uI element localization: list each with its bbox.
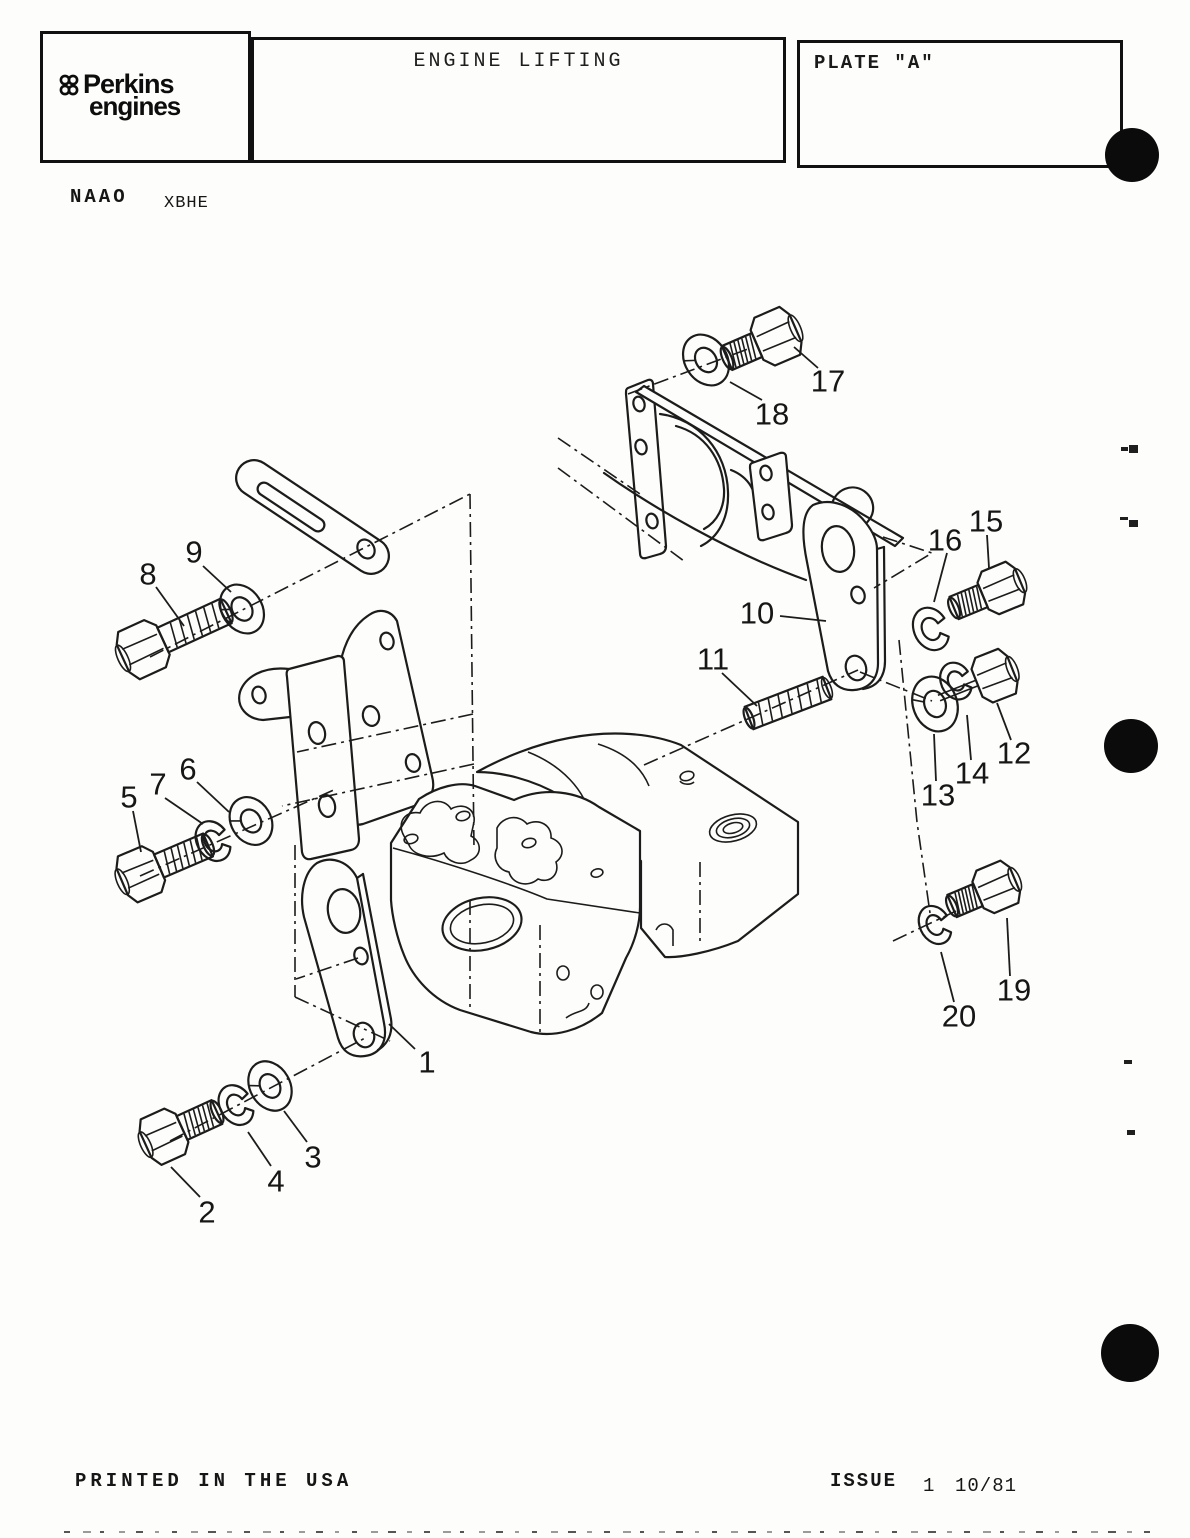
code-build: XBHE — [164, 194, 209, 213]
printed-in-usa-label: PRINTED IN THE USA — [75, 1470, 353, 1492]
callout-2: 2 — [198, 1195, 215, 1230]
punch-hole — [1101, 1324, 1159, 1382]
leader-line-10 — [779, 615, 827, 622]
leader-line-19 — [1006, 917, 1011, 977]
washer-6 — [228, 796, 274, 846]
leader-line-8 — [155, 586, 185, 627]
bolt-2 — [137, 1099, 225, 1166]
callout-14: 14 — [955, 756, 989, 791]
code-model: NAAO — [70, 186, 128, 208]
issue-date: 10/81 — [955, 1475, 1018, 1497]
bolt-15 — [946, 560, 1028, 621]
leader-line-11 — [721, 672, 758, 707]
bolt-12 — [937, 647, 1020, 704]
scan-speck — [1124, 1060, 1132, 1064]
leader-line-20 — [940, 951, 955, 1003]
bottom-edge-marks — [64, 1531, 1150, 1533]
leader-line-3 — [283, 1110, 308, 1143]
scan-speck — [1129, 520, 1138, 527]
callout-18: 18 — [755, 397, 789, 432]
engine-mount-assembly — [602, 378, 905, 582]
washer-18 — [681, 333, 731, 387]
callout-4: 4 — [267, 1164, 284, 1199]
logo-box: Perkins engines — [40, 31, 251, 163]
spring-washer-16 — [911, 606, 950, 652]
perkins-logo: Perkins engines — [57, 69, 181, 121]
plate-box: PLATE "A" — [797, 40, 1123, 168]
scan-speck — [1127, 1130, 1135, 1135]
lifting-bracket-1 — [300, 858, 393, 1058]
leader-line-15 — [986, 534, 990, 569]
callout-17: 17 — [811, 364, 845, 399]
mounting-bracket-assembly — [238, 609, 435, 861]
leader-line-9 — [202, 565, 232, 593]
callout-20: 20 — [942, 999, 976, 1034]
leader-line-17 — [793, 346, 819, 369]
scan-speck — [1121, 447, 1128, 451]
leader-line-4 — [247, 1131, 272, 1167]
center-lines — [139, 348, 957, 1142]
callout-13: 13 — [921, 778, 955, 813]
scan-specks — [1120, 445, 1138, 1135]
callout-11: 11 — [697, 642, 729, 677]
leader-line-7 — [164, 797, 204, 825]
punch-hole — [1104, 719, 1158, 773]
callout-5: 5 — [120, 780, 137, 815]
engine-block — [389, 732, 800, 1036]
punch-holes — [1101, 128, 1159, 1382]
leader-line-1 — [388, 1023, 416, 1050]
callout-6: 6 — [179, 752, 196, 787]
callout-10: 10 — [740, 596, 774, 631]
bolt-19 — [944, 859, 1023, 919]
callout-15: 15 — [969, 504, 1003, 539]
callout-19: 19 — [997, 973, 1031, 1008]
callout-9: 9 — [185, 535, 202, 570]
brand-name-top: Perkins — [83, 69, 175, 99]
issue-number: 1 — [923, 1475, 935, 1497]
bolt-8 — [114, 597, 234, 681]
callout-3: 3 — [304, 1140, 321, 1175]
plate-label: PLATE "A" — [814, 52, 935, 74]
leader-line-12 — [996, 702, 1012, 741]
scan-speck — [1120, 517, 1128, 520]
lifting-bracket-10 — [802, 500, 887, 692]
bolt-17 — [719, 305, 804, 372]
leader-line-2 — [170, 1166, 201, 1198]
page-title: ENGINE LIFTING — [413, 50, 624, 73]
engine-codes: NAAO XBHE — [70, 186, 208, 213]
slotted-strap — [235, 459, 390, 575]
stud-11 — [742, 675, 834, 731]
spring-washer-4 — [217, 1084, 255, 1127]
scan-speck — [1129, 445, 1138, 453]
title-box: ENGINE LIFTING — [251, 37, 786, 163]
callout-12: 12 — [997, 736, 1031, 771]
spring-washer-14 — [939, 661, 973, 701]
washer-3 — [247, 1060, 293, 1112]
washer-13 — [911, 675, 959, 733]
callout-1: 1 — [418, 1045, 435, 1080]
leader-line-6 — [196, 781, 230, 813]
callout-8: 8 — [139, 557, 156, 592]
leader-line-13 — [933, 733, 937, 782]
callout-16: 16 — [928, 523, 962, 558]
brand-name-bottom: engines — [89, 91, 181, 121]
perkins-squares-icon — [59, 74, 79, 95]
spring-washer-7 — [194, 820, 232, 863]
leader-line-16 — [933, 552, 948, 603]
leader-line-14 — [966, 714, 972, 761]
callout-7: 7 — [149, 767, 166, 802]
leader-line-5 — [132, 810, 142, 853]
bolt-5 — [114, 832, 216, 904]
issue-label: ISSUE — [830, 1470, 898, 1492]
spring-washer-20 — [917, 904, 953, 946]
leader-line-18 — [729, 381, 763, 401]
washer-9 — [218, 583, 266, 635]
